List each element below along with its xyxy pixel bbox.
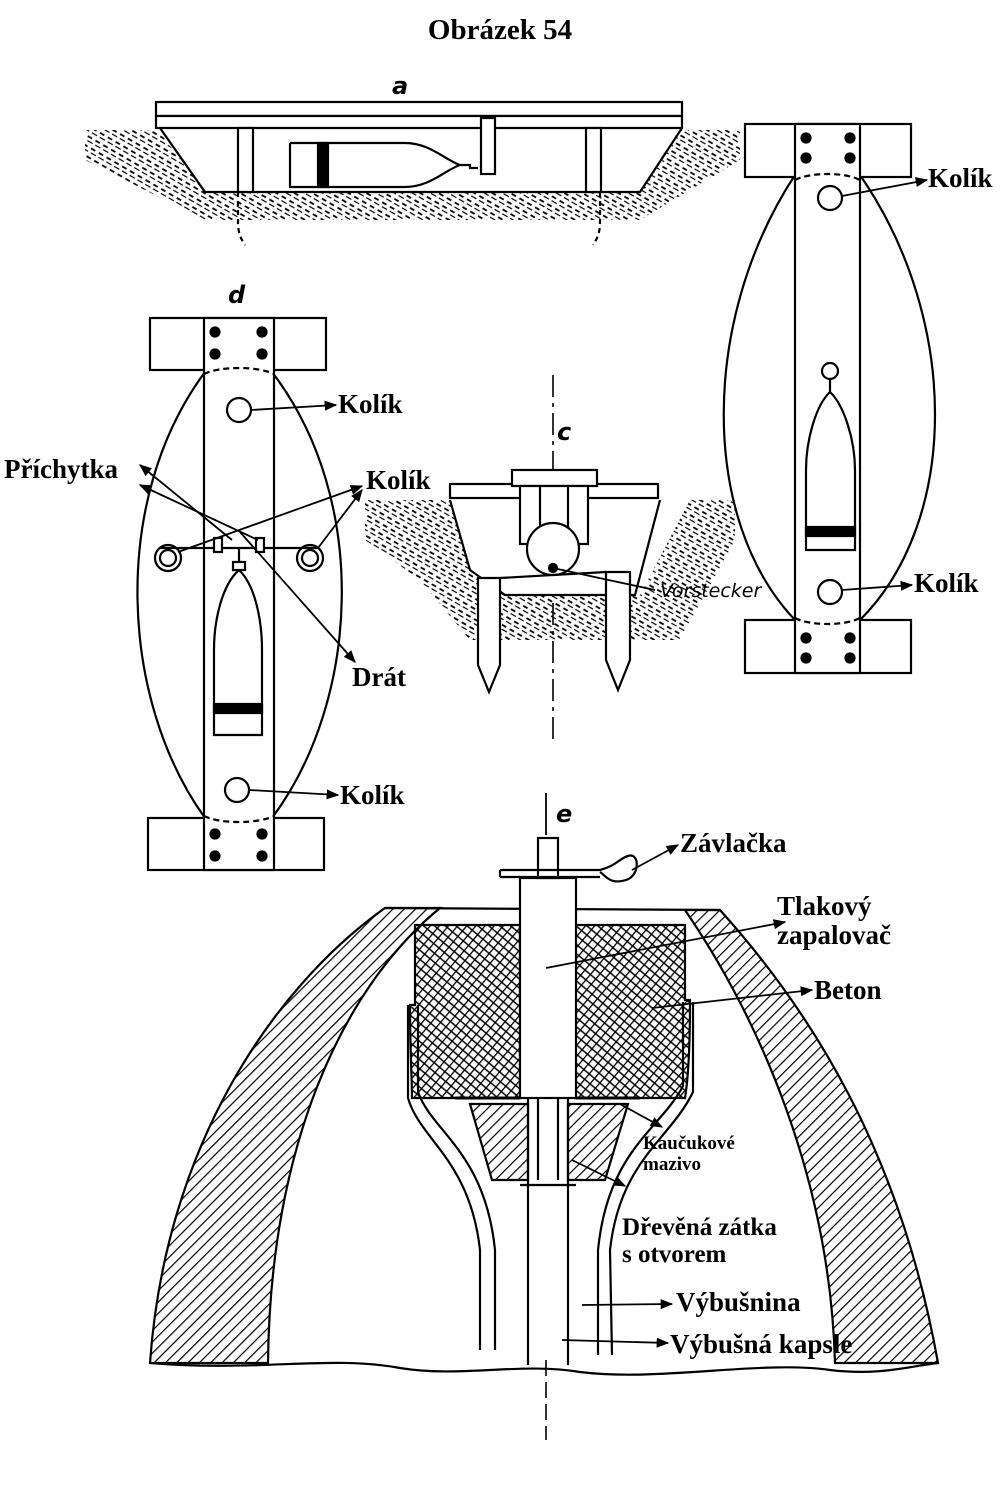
label-kaucukove-line2: mazivo: [643, 1153, 702, 1175]
view-c: [365, 375, 735, 740]
label-tlakovy-zapalovac: Tlakový zapalovač: [777, 891, 891, 951]
label-kolik-d-bottom: Kolík: [340, 780, 405, 810]
label-zatka-line2: s otvorem: [622, 1241, 727, 1268]
label-vybusna-kapsle: Výbušná kapsle: [670, 1329, 853, 1359]
label-kaucukove-mazivo: Kaučukové mazivo: [643, 1133, 735, 1175]
view-letter-e: e: [556, 800, 572, 828]
leader-lines: [138, 177, 929, 1348]
label-kolik-b-bottom: Kolík: [914, 568, 979, 598]
view-e: [148, 793, 940, 1440]
label-kolik-d-top: Kolík: [338, 389, 403, 419]
label-beton: Beton: [814, 975, 882, 1005]
view-letter-c: c: [557, 418, 571, 446]
label-zavlacka: Závlačka: [680, 828, 787, 858]
label-drevena-zatka: Dřevěná zátka s otvorem: [622, 1214, 777, 1268]
label-prichytka: Příchytka: [4, 454, 118, 484]
view-d: [136, 316, 343, 872]
vorstecker-text: Vorstecker: [660, 580, 762, 602]
figure-title: Obrázek 54: [427, 14, 573, 46]
view-letter-a: a: [392, 72, 408, 100]
label-tlakovy-line1: Tlakový: [777, 891, 872, 921]
label-zatka-line1: Dřevěná zátka: [622, 1214, 777, 1241]
view-a: [85, 100, 740, 246]
label-kaucukove-line1: Kaučukové: [643, 1133, 735, 1154]
label-kolik-b-top: Kolík: [928, 163, 993, 193]
view-letter-d: d: [228, 281, 246, 309]
view-b: [722, 122, 936, 675]
label-kolik-d-mid: Kolík: [366, 465, 431, 495]
label-drat: Drát: [352, 662, 406, 692]
label-tlakovy-line2: zapalovač: [777, 920, 891, 951]
label-vybusnina: Výbušnina: [676, 1287, 801, 1317]
